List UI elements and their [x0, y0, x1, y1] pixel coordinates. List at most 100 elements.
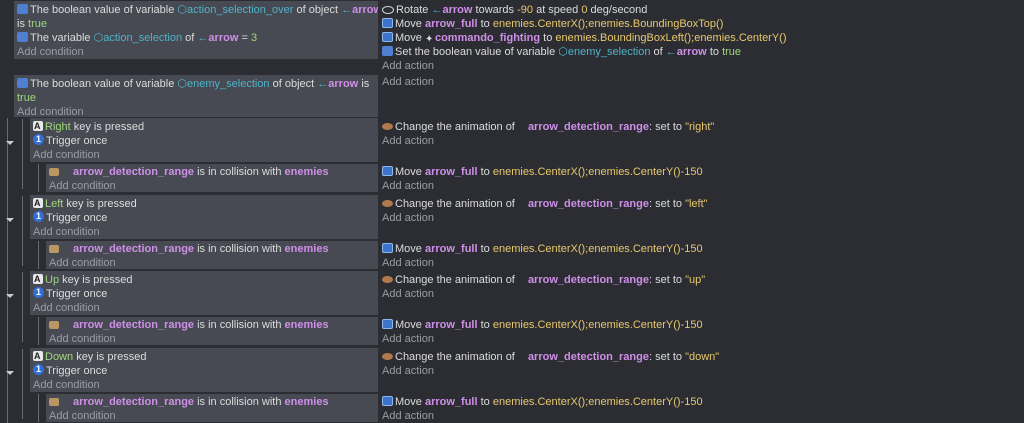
move-object-icon: [382, 396, 393, 406]
condition-trigger-once[interactable]: Trigger once: [33, 362, 378, 378]
condition-key-pressed[interactable]: Right key is pressed: [33, 119, 378, 134]
variable-icon: [382, 46, 393, 56]
move-object-icon: [382, 166, 393, 176]
subevent-collision-actions: Move arrow_full to enemies.CenterX();ene…: [378, 394, 703, 423]
condition-boolean-variable[interactable]: The boolean value of variable ⬡action_se…: [17, 3, 378, 17]
subevent-collision-conditions[interactable]: arrow_detection_range is in collision wi…: [46, 394, 378, 422]
action-change-animation[interactable]: Change the animation of arrow_detection_…: [382, 197, 708, 211]
animation-icon: [382, 276, 393, 283]
add-action-link[interactable]: Add action: [382, 135, 434, 147]
trigger-once-icon: [33, 362, 44, 376]
add-action-link[interactable]: Add action: [382, 288, 434, 300]
add-condition-link[interactable]: Add condition: [49, 333, 116, 345]
add-condition-link[interactable]: Add condition: [33, 379, 100, 391]
condition-collision[interactable]: arrow_detection_range is in collision wi…: [49, 395, 378, 409]
subevent-key-conditions[interactable]: Down key is pressed Trigger once Add con…: [30, 348, 378, 392]
condition-collision[interactable]: arrow_detection_range is in collision wi…: [49, 242, 378, 256]
action-move-arrow-full[interactable]: Move arrow_full to enemies.CenterX();ene…: [382, 165, 703, 179]
condition-trigger-once[interactable]: Trigger once: [33, 132, 378, 148]
action-change-animation[interactable]: Change the animation of arrow_detection_…: [382, 273, 705, 287]
action-change-animation[interactable]: Change the animation of arrow_detection_…: [382, 350, 719, 364]
condition-key-pressed[interactable]: Up key is pressed: [33, 272, 378, 287]
event-1-actions: Rotate ←arrow towards -90 at speed 0 deg…: [378, 1, 787, 73]
collision-icon: [49, 321, 59, 329]
add-action-link[interactable]: Add action: [382, 76, 434, 88]
variable-icon: [17, 78, 28, 88]
action-rotate[interactable]: Rotate ←arrow towards -90 at speed 0 deg…: [382, 3, 787, 17]
add-condition-link[interactable]: Add condition: [33, 302, 100, 314]
condition-boolean-variable[interactable]: The boolean value of variable ⬡enemy_sel…: [17, 77, 378, 91]
add-action-link[interactable]: Add action: [382, 257, 434, 269]
variable-icon: [17, 32, 28, 42]
subevent-collision-conditions[interactable]: arrow_detection_range is in collision wi…: [46, 164, 378, 192]
collapse-toggle[interactable]: [6, 294, 14, 298]
keyboard-icon: [33, 349, 43, 363]
object-arrow-icon: ←: [197, 32, 209, 44]
keyboard-icon: [33, 272, 43, 286]
tree-guide: [7, 118, 8, 423]
add-condition-link[interactable]: Add condition: [49, 180, 116, 192]
add-action-link[interactable]: Add action: [382, 333, 434, 345]
add-action-link[interactable]: Add action: [382, 365, 434, 377]
sprite-icon: [425, 32, 433, 42]
subevent-key-actions: Change the animation of arrow_detection_…: [378, 118, 714, 148]
action-move-commando[interactable]: Move commando_fighting to enemies.Boundi…: [382, 31, 787, 45]
condition-variable-compare[interactable]: The variable ⬡action_selection of ←arrow…: [17, 31, 378, 45]
keyboard-icon: [33, 196, 43, 210]
action-move-arrow-full[interactable]: Move arrow_full to enemies.CenterX();ene…: [382, 17, 787, 31]
action-change-animation[interactable]: Change the animation of arrow_detection_…: [382, 120, 714, 134]
action-move-arrow-full[interactable]: Move arrow_full to enemies.CenterX();ene…: [382, 242, 703, 256]
action-set-boolean[interactable]: Set the boolean value of variable ⬡enemy…: [382, 45, 787, 59]
variable-symbol-icon: ⬡: [93, 32, 104, 44]
event-2-actions: Add action: [378, 75, 434, 89]
condition-trigger-once[interactable]: Trigger once: [33, 285, 378, 301]
subevent-key-conditions[interactable]: Up key is pressed Trigger once Add condi…: [30, 271, 378, 315]
collapse-toggle[interactable]: [6, 218, 14, 222]
animation-icon: [382, 353, 393, 360]
trigger-once-icon: [33, 209, 44, 223]
condition-collision[interactable]: arrow_detection_range is in collision wi…: [49, 165, 378, 179]
object-arrow-icon: ←: [341, 4, 353, 16]
add-action-link[interactable]: Add action: [382, 212, 434, 224]
keyboard-icon: [33, 119, 43, 133]
rotate-icon: [382, 6, 394, 14]
condition-collision[interactable]: arrow_detection_range is in collision wi…: [49, 318, 378, 332]
collapse-toggle[interactable]: [6, 371, 14, 375]
add-condition-link[interactable]: Add condition: [33, 226, 100, 238]
condition-trigger-once[interactable]: Trigger once: [33, 209, 378, 225]
add-action-link[interactable]: Add action: [382, 180, 434, 192]
subevent-key-conditions[interactable]: Left key is pressed Trigger once Add con…: [30, 195, 378, 239]
add-condition-link[interactable]: Add condition: [49, 410, 116, 422]
trigger-once-icon: [33, 285, 44, 299]
event-2-conditions[interactable]: The boolean value of variable ⬡enemy_sel…: [14, 75, 378, 117]
action-move-arrow-full[interactable]: Move arrow_full to enemies.CenterX();ene…: [382, 395, 703, 409]
action-move-arrow-full[interactable]: Move arrow_full to enemies.CenterX();ene…: [382, 318, 703, 332]
add-condition-link[interactable]: Add condition: [17, 46, 84, 58]
variable-icon: [17, 4, 28, 14]
animation-icon: [382, 123, 393, 130]
add-condition-link[interactable]: Add condition: [49, 257, 116, 269]
move-object-icon: [382, 319, 393, 329]
move-object-icon: [382, 243, 393, 253]
collision-icon: [49, 398, 59, 406]
move-object-icon: [382, 32, 393, 42]
subevent-key-conditions[interactable]: Right key is pressed Trigger once Add co…: [30, 118, 378, 162]
subevent-key-actions: Change the animation of arrow_detection_…: [378, 271, 705, 301]
event-1-conditions[interactable]: The boolean value of variable ⬡action_se…: [14, 1, 378, 59]
condition-key-pressed[interactable]: Left key is pressed: [33, 196, 378, 211]
subevent-collision-actions: Move arrow_full to enemies.CenterX();ene…: [378, 164, 703, 193]
subevent-collision-conditions[interactable]: arrow_detection_range is in collision wi…: [46, 241, 378, 269]
animation-icon: [382, 200, 393, 207]
variable-symbol-icon: ⬡: [177, 4, 187, 16]
add-condition-link[interactable]: Add condition: [33, 149, 100, 161]
add-action-link[interactable]: Add action: [382, 60, 434, 72]
add-action-link[interactable]: Add action: [382, 410, 434, 422]
subevent-collision-actions: Move arrow_full to enemies.CenterX();ene…: [378, 317, 703, 346]
subevent-collision-conditions[interactable]: arrow_detection_range is in collision wi…: [46, 317, 378, 345]
subevent-collision-actions: Move arrow_full to enemies.CenterX();ene…: [378, 241, 703, 270]
add-condition-link[interactable]: Add condition: [17, 106, 84, 117]
trigger-once-icon: [33, 132, 44, 146]
collapse-toggle[interactable]: [6, 141, 14, 145]
condition-key-pressed[interactable]: Down key is pressed: [33, 349, 378, 364]
